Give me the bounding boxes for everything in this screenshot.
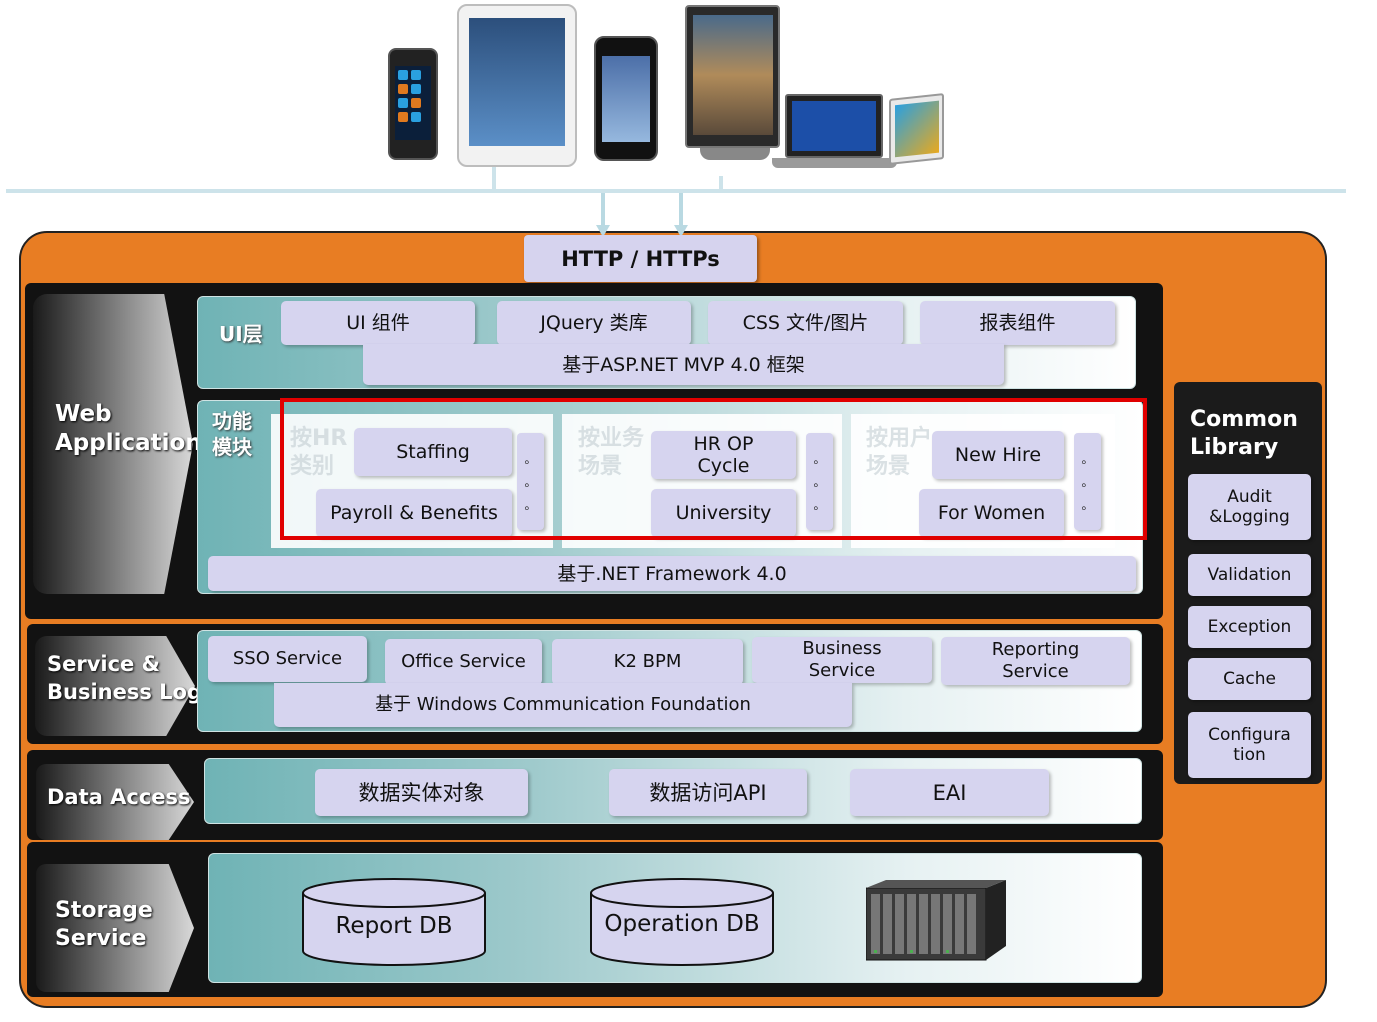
monitor-stand	[700, 148, 770, 160]
windows-tablet-device	[889, 93, 944, 165]
media-player-device	[594, 36, 658, 161]
university-box: University	[651, 489, 796, 537]
report-db-cylinder: Report DB	[301, 877, 487, 967]
operation-db-label: Operation DB	[604, 911, 760, 937]
sso-service-box: SSO Service	[208, 636, 367, 682]
server-rack-icon	[865, 880, 1012, 962]
report-db-icon	[302, 878, 486, 966]
reporting-service-box: Reporting Service	[941, 637, 1130, 685]
hr-category-ghost-label: 按HR类别	[290, 426, 348, 479]
new-hire-box: New Hire	[932, 431, 1064, 479]
tablet-device	[457, 4, 577, 167]
exception-box: Exception	[1188, 606, 1311, 648]
web-application-title: Web Application	[55, 401, 202, 456]
user-scenario-more: 。。。	[1074, 433, 1101, 530]
eai-box: EAI	[850, 769, 1049, 816]
business-scenario-ghost-label: 按业务场景	[578, 426, 645, 479]
business-service-box: Business Service	[752, 637, 932, 683]
laptop-device	[785, 94, 883, 158]
request-arrow-stem-1	[601, 193, 605, 227]
hr-category-more: 。。。	[517, 433, 544, 530]
css-files-box: CSS 文件/图片	[708, 301, 903, 345]
common-library-title: Common Library	[1190, 407, 1298, 460]
function-module-title: 功能模块	[212, 409, 252, 459]
data-entity-box: 数据实体对象	[315, 769, 528, 816]
storage-label-shape	[36, 864, 194, 992]
service-layer-title: Service & Business Logic	[47, 652, 222, 704]
data-access-api-box: 数据访问API	[609, 769, 807, 816]
protocol-label: HTTP / HTTPs	[524, 235, 757, 282]
staffing-box: Staffing	[354, 428, 512, 476]
k2-bpm-box: K2 BPM	[552, 639, 743, 685]
windows-phone-device	[388, 48, 438, 160]
request-arrow-stem-2	[679, 193, 683, 227]
business-scenario-more: 。。。	[806, 433, 833, 530]
report-db-label: Report DB	[335, 913, 453, 939]
office-service-box: Office Service	[385, 639, 542, 685]
data-access-label-shape	[36, 764, 194, 840]
highlight-frame	[280, 398, 1147, 540]
ipad-connector	[492, 167, 496, 191]
for-women-box: For Women	[919, 489, 1064, 537]
wcf-foundation-box: 基于 Windows Communication Foundation	[274, 683, 852, 727]
cache-box: Cache	[1188, 658, 1311, 700]
ui-layer-title: UI层	[219, 322, 263, 346]
configuration-box: Configuration	[1188, 712, 1311, 778]
ui-component-box: UI 组件	[281, 301, 475, 345]
configuration-label: Configuration	[1208, 725, 1291, 765]
operation-db-icon	[590, 878, 774, 966]
storage-title: Storage Service	[55, 898, 153, 951]
monitor-connector	[719, 176, 723, 191]
request-arrow-2	[674, 225, 688, 237]
request-arrow-1	[596, 225, 610, 237]
validation-box: Validation	[1188, 554, 1311, 596]
operation-db-cylinder: Operation DB	[589, 877, 775, 967]
service-label-shape	[35, 636, 195, 736]
network-line	[6, 189, 1346, 193]
desktop-monitor-device	[685, 5, 780, 148]
user-scenario-ghost-label: 按用户场景	[866, 426, 933, 479]
audit-logging-box: Audit &Logging	[1188, 474, 1311, 540]
laptop-base	[772, 158, 897, 168]
report-component-box: 报表组件	[920, 301, 1115, 345]
jquery-library-box: JQuery 类库	[497, 301, 691, 345]
hr-op-cycle-box: HR OP Cycle	[651, 431, 796, 479]
mvp-framework-box: 基于ASP.NET MVP 4.0 框架	[363, 344, 1004, 385]
dotnet-framework-box: 基于.NET Framework 4.0	[208, 556, 1136, 591]
web-application-label-shape	[33, 294, 193, 594]
data-access-title: Data Access	[47, 785, 191, 809]
payroll-benefits-box: Payroll & Benefits	[316, 489, 512, 537]
